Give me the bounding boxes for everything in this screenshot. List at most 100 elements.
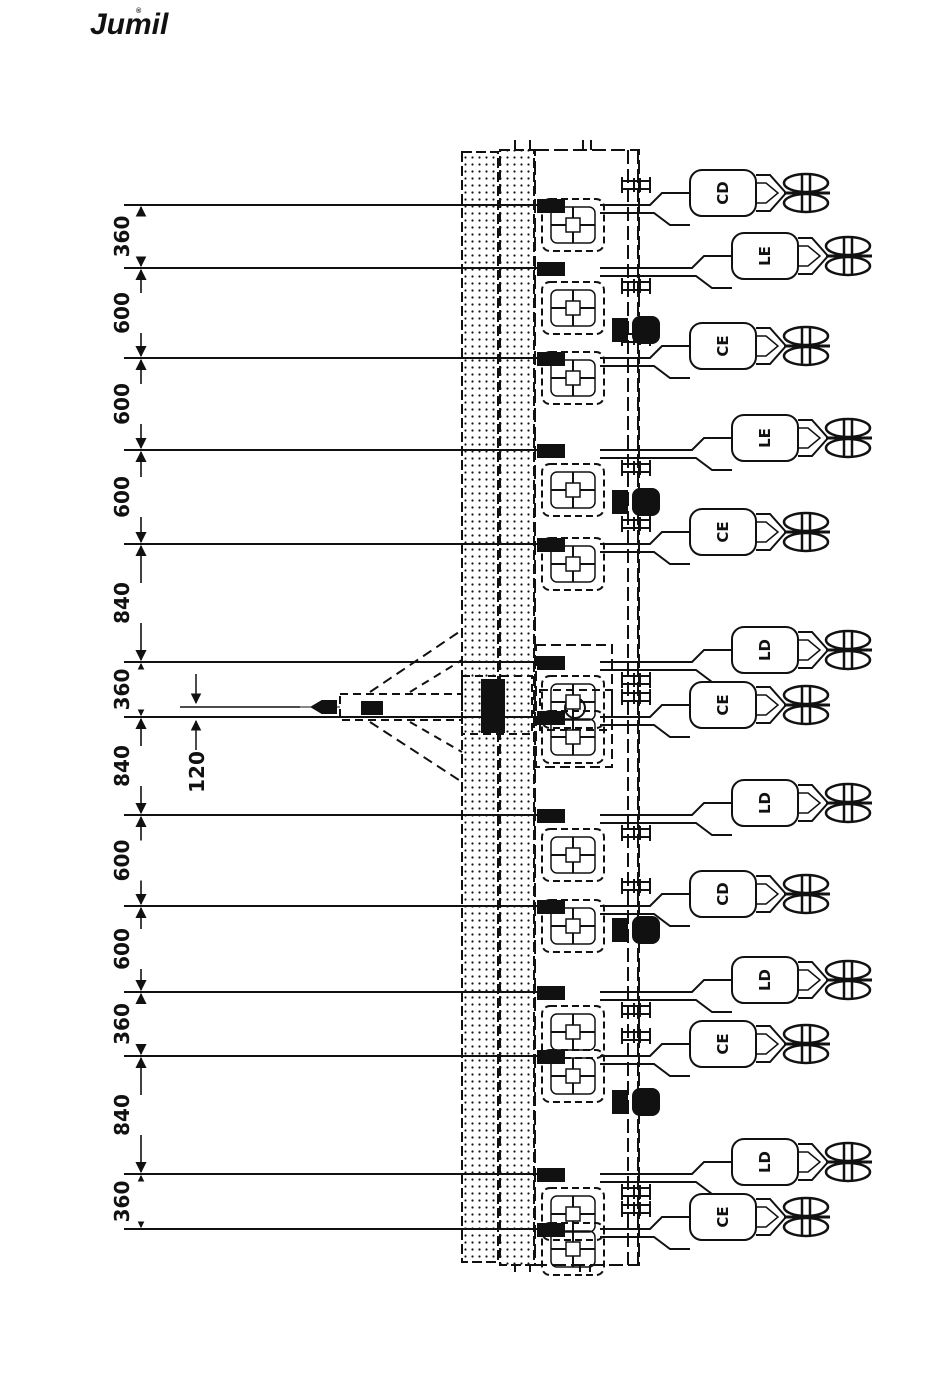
- toolbar-clamp: [622, 825, 650, 841]
- seed-hopper: CE: [600, 1194, 756, 1249]
- row-unit: CE: [537, 323, 830, 404]
- row-unit-label: CE: [714, 1033, 732, 1054]
- row-unit: CE: [537, 1021, 830, 1102]
- row-unit: LE: [537, 415, 872, 516]
- row-unit-label: CE: [714, 1206, 732, 1227]
- seed-meter: [542, 464, 604, 516]
- toolbar-clamp: [622, 672, 650, 688]
- row-unit-label: LD: [756, 792, 774, 814]
- dimension-segment: 360: [110, 1176, 154, 1227]
- hitch-tongue-lower: [370, 722, 462, 782]
- dimension-segment: 600: [110, 360, 154, 448]
- press-wheels: [756, 327, 830, 365]
- seed-hopper: LD: [600, 780, 798, 835]
- frame-top-brackets: [515, 140, 591, 150]
- row-unit: CD: [537, 871, 830, 952]
- row-unit: LE: [537, 233, 872, 334]
- dimension-segment: 600: [110, 817, 154, 904]
- press-wheels: [756, 686, 830, 724]
- dimension-label: 360: [110, 1003, 134, 1045]
- toolbar-clamp: [622, 1184, 650, 1200]
- row-unit: CE: [537, 1194, 830, 1275]
- dimension-label: 600: [110, 383, 134, 425]
- row-unit-label: CD: [714, 882, 732, 905]
- row-unit-label: CD: [714, 181, 732, 204]
- seed-hopper: LD: [600, 1139, 798, 1194]
- fertilizer-box-right: [500, 150, 534, 1265]
- dimension-segment: 600: [110, 908, 154, 990]
- seed-hopper: CD: [600, 170, 756, 225]
- seed-hopper: CD: [600, 871, 756, 926]
- hitch-drawbar: [300, 630, 612, 782]
- press-wheels: [798, 419, 872, 457]
- hitch-clamp: [482, 680, 504, 732]
- seed-hopper: CE: [600, 682, 756, 737]
- drive-wheel: [612, 316, 660, 344]
- seed-meter: [542, 282, 604, 334]
- dimension-label: 600: [110, 840, 134, 882]
- drive-wheel: [612, 916, 660, 944]
- hitch-offset-label: 120: [185, 751, 209, 793]
- dimension-label: 600: [110, 476, 134, 518]
- seed-hopper: CE: [600, 509, 756, 564]
- press-wheels: [798, 961, 872, 999]
- hitch-pin: [362, 702, 382, 714]
- row-unit: CE: [537, 509, 830, 590]
- press-wheels: [756, 1025, 830, 1063]
- row-unit: LD: [537, 780, 872, 881]
- row-unit-label: CE: [714, 694, 732, 715]
- toolbar-clamp: [622, 177, 650, 193]
- dimension-segment: 360: [110, 664, 154, 715]
- hitch-brace-upper: [410, 660, 462, 692]
- dimension-label: 840: [110, 745, 134, 787]
- press-wheels: [798, 631, 872, 669]
- dimension-label: 840: [110, 582, 134, 624]
- row-units-layer: CD LE CE LE CE LD CE LD CD LD CE LD CE: [537, 170, 872, 1275]
- row-unit-label: CE: [714, 335, 732, 356]
- press-wheels: [756, 875, 830, 913]
- row-unit-label: LD: [756, 639, 774, 661]
- dimension-label: 360: [110, 1181, 134, 1223]
- dimension-label: 600: [110, 292, 134, 334]
- seed-hopper: LD: [600, 627, 798, 682]
- dimension-label: 360: [110, 669, 134, 711]
- hitch-offset-dimension: 120: [180, 674, 300, 793]
- dimension-segment: 840: [110, 546, 154, 660]
- dimension-segment: 600: [110, 452, 154, 542]
- row-unit: CE: [537, 682, 830, 763]
- dimension-segment: 840: [110, 719, 154, 813]
- toolbar-clamp: [622, 878, 650, 894]
- row-unit-label: LE: [756, 246, 774, 266]
- seed-hopper: LE: [600, 233, 798, 288]
- hitch-brace-lower: [410, 722, 462, 752]
- drive-wheel: [612, 1088, 660, 1116]
- press-wheels: [756, 513, 830, 551]
- seed-meter: [542, 829, 604, 881]
- dimension-label: 840: [110, 1094, 134, 1136]
- seed-hopper: LD: [600, 957, 798, 1012]
- brand-logo: Jumil ®: [90, 7, 169, 41]
- press-wheels: [798, 237, 872, 275]
- row-unit-label: LD: [756, 969, 774, 991]
- toolbar-clamp: [622, 460, 650, 476]
- dimension-segment: 360: [110, 207, 154, 266]
- frame-bottom-brackets: [515, 1265, 590, 1272]
- toolbar-clamp: [622, 1201, 650, 1217]
- toolbar-clamp: [622, 516, 650, 532]
- dimension-segment: 840: [110, 1058, 154, 1172]
- dimension-label: 600: [110, 928, 134, 970]
- row-unit-label: LE: [756, 428, 774, 448]
- seed-hopper: LE: [600, 415, 798, 470]
- dimension-segment: 600: [110, 270, 154, 356]
- seed-hopper: CE: [600, 1021, 756, 1076]
- toolbar-clamp: [622, 278, 650, 294]
- row-unit-label: LD: [756, 1151, 774, 1173]
- press-wheels: [756, 1198, 830, 1236]
- toolbar-clamp: [622, 1002, 650, 1018]
- toolbar-clamp: [622, 689, 650, 705]
- dimension-label: 360: [110, 216, 134, 258]
- dimension-segment: 360: [110, 994, 154, 1054]
- drive-wheel: [612, 488, 660, 516]
- row-unit-label: CE: [714, 521, 732, 542]
